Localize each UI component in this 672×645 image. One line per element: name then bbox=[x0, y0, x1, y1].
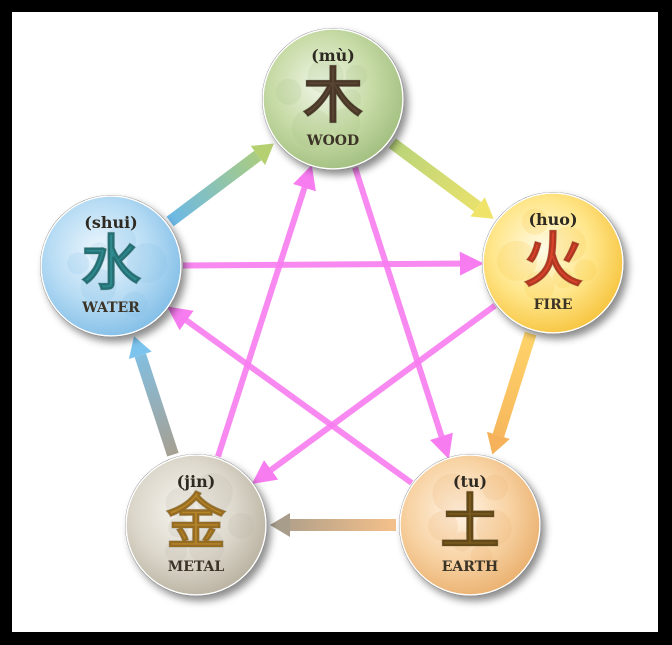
generating-arrow-metal-to-water bbox=[134, 353, 179, 457]
controlling-arrow-earth-to-water bbox=[167, 306, 414, 486]
element-pinyin: (mù) bbox=[311, 46, 355, 65]
node-disc bbox=[482, 192, 624, 334]
texture-blob bbox=[192, 473, 233, 514]
controlling-arrow-water-to-fire bbox=[182, 251, 484, 276]
texture-blob bbox=[481, 474, 508, 501]
texture-blob bbox=[345, 64, 368, 87]
texture-blob bbox=[165, 540, 188, 563]
texture-blob bbox=[475, 509, 512, 546]
texture-blob bbox=[452, 531, 473, 552]
texture-blob bbox=[497, 240, 538, 281]
node-disc bbox=[399, 454, 541, 596]
controlling-arrow-wood-to-earth bbox=[352, 166, 453, 460]
texture-blob bbox=[67, 252, 90, 275]
texture-blob bbox=[165, 487, 196, 518]
texture-blob bbox=[80, 268, 117, 305]
texture-blob bbox=[470, 544, 493, 567]
node-disc bbox=[40, 195, 182, 337]
texture-blob bbox=[106, 226, 137, 257]
texture-blob bbox=[524, 271, 555, 302]
texture-blob bbox=[227, 512, 254, 539]
texture-blob bbox=[552, 268, 573, 289]
texture-blob bbox=[89, 242, 110, 263]
generating-arrowhead-water bbox=[128, 336, 152, 360]
element-name: WATER bbox=[81, 300, 140, 316]
generating-arrowhead-earth bbox=[486, 431, 510, 455]
generating-arrowhead-wood bbox=[250, 143, 274, 166]
element-character: 火 bbox=[523, 226, 583, 296]
texture-blob bbox=[574, 259, 597, 282]
element-pinyin: (jin) bbox=[177, 472, 216, 491]
element-character: 木 bbox=[303, 62, 363, 132]
texture-blob bbox=[550, 226, 587, 263]
texture-blob bbox=[330, 108, 361, 139]
generating-arrow-fire-to-earth bbox=[492, 331, 537, 438]
element-name: FIRE bbox=[534, 297, 573, 313]
texture-blob bbox=[126, 243, 167, 284]
element-character: 金 bbox=[166, 488, 227, 558]
element-character: 水 bbox=[81, 229, 142, 299]
element-name: WOOD bbox=[306, 133, 359, 149]
element-pinyin: (shui) bbox=[84, 213, 138, 232]
element-character: 土 bbox=[440, 488, 500, 558]
texture-blob bbox=[341, 89, 361, 109]
texture-blob bbox=[188, 528, 225, 565]
generating-arrow-water-to-wood bbox=[166, 150, 262, 227]
controlling-arrow-metal-to-wood bbox=[215, 164, 316, 458]
texture-blob bbox=[432, 473, 473, 514]
element-pinyin: (huo) bbox=[528, 210, 577, 229]
texture-blob bbox=[307, 58, 344, 95]
generating-arrowhead-fire bbox=[470, 197, 494, 219]
controlling-arrow-fire-to-metal bbox=[251, 303, 497, 485]
texture-blob bbox=[521, 208, 548, 235]
element-pinyin: (tu) bbox=[453, 472, 487, 491]
texture-blob bbox=[291, 108, 332, 149]
texture-blob bbox=[121, 291, 148, 318]
element-name: METAL bbox=[168, 559, 225, 575]
generating-arrow-wood-to-fire bbox=[388, 138, 482, 212]
generating-arrowhead-metal bbox=[270, 513, 290, 537]
controlling-cycle bbox=[167, 164, 497, 486]
element-name: EARTH bbox=[442, 559, 499, 575]
texture-blob bbox=[428, 511, 459, 542]
texture-blob bbox=[168, 517, 189, 538]
generating-cycle bbox=[128, 138, 537, 537]
node-disc bbox=[125, 454, 267, 596]
texture-blob bbox=[275, 78, 302, 105]
node-disc bbox=[262, 28, 404, 170]
